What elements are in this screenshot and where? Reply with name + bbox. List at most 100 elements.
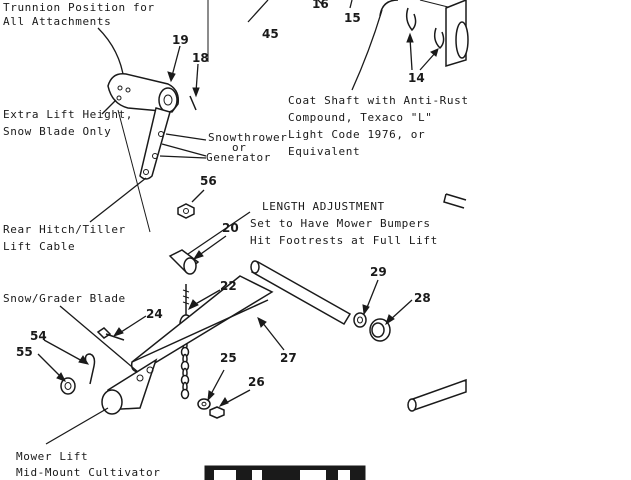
trunnion-hole-b xyxy=(125,87,131,93)
clip-14-left xyxy=(405,7,417,32)
label-trunnion-2: All Attachments xyxy=(3,15,111,28)
leader-14-a xyxy=(409,37,413,71)
arrow-20 xyxy=(192,250,204,260)
label-snow-grader: Snow/Grader Blade xyxy=(3,292,126,305)
leader-55 xyxy=(37,353,63,379)
label-length-1: Set to Have Mower Bumpers xyxy=(250,217,431,230)
label-or: or xyxy=(232,141,246,154)
leader-54 xyxy=(43,339,85,363)
arrow-19 xyxy=(167,71,176,83)
leader-56 xyxy=(191,189,205,203)
callout-22: 22 xyxy=(220,279,237,293)
label-coat-shaft-1: Coat Shaft with Anti-Rust xyxy=(288,94,469,107)
callout-45: 45 xyxy=(262,27,279,41)
callout-24: 24 xyxy=(146,307,163,321)
washer-25-hole xyxy=(201,401,207,407)
leader-45 xyxy=(247,0,269,23)
leader-19 xyxy=(171,45,181,77)
clip-14-right xyxy=(433,27,445,50)
adjuster-20-end xyxy=(183,257,197,275)
arrow-54 xyxy=(78,355,90,365)
lever-edge xyxy=(131,299,269,363)
leader-snowthrower xyxy=(165,133,207,141)
label-mower-lift: Mower Lift xyxy=(16,450,88,463)
washer-55-hole xyxy=(64,382,72,390)
callout-29: 29 xyxy=(370,265,387,279)
hairpin-clip-54 xyxy=(84,353,96,385)
thread-2 xyxy=(182,295,190,299)
link-hole-lower xyxy=(152,153,158,159)
partial-rod-right xyxy=(407,378,467,411)
callout-26: 26 xyxy=(248,375,265,389)
leader-rear-hitch xyxy=(89,177,147,223)
bolt-24-shank xyxy=(105,333,125,341)
partial-rail-right xyxy=(443,193,467,209)
lift-lever-arm xyxy=(130,275,274,373)
lever-hole-b xyxy=(136,374,144,382)
nut-56-hole xyxy=(183,208,189,214)
washer-55 xyxy=(60,377,76,395)
label-length-adjustment: LENGTH ADJUSTMENT xyxy=(262,200,385,213)
callout-27: 27 xyxy=(280,351,297,365)
label-coat-shaft-4: Equivalent xyxy=(288,145,360,158)
callout-54: 54 xyxy=(30,329,47,343)
leader-extra-lift xyxy=(101,99,117,115)
arrow-24 xyxy=(112,327,124,337)
pin-18 xyxy=(189,95,197,111)
callout-56: 56 xyxy=(200,174,217,188)
leader-15 xyxy=(349,0,353,9)
leader-29 xyxy=(365,279,379,311)
leader-20 xyxy=(197,235,227,257)
washer-29-hole xyxy=(357,316,363,324)
label-snowthrower: Snowthrower xyxy=(208,131,287,144)
trunnion-hole-a xyxy=(117,85,123,91)
leader-18 xyxy=(195,63,199,93)
nut-26 xyxy=(209,406,225,419)
washer-25 xyxy=(197,398,211,410)
callout-25: 25 xyxy=(220,351,237,365)
callout-14: 14 xyxy=(408,71,425,85)
title-block-gap-4 xyxy=(338,470,350,480)
leader-coat-shaft xyxy=(351,9,383,91)
link-hole-bottom xyxy=(143,169,149,175)
lift-link-plate xyxy=(139,107,171,180)
lever-hole-a xyxy=(146,366,154,374)
frame-outline-left xyxy=(117,109,151,233)
arrow-28 xyxy=(385,314,395,326)
leader-trunnion xyxy=(97,27,125,81)
arrow-22 xyxy=(188,299,199,310)
leader-length-adjust xyxy=(187,211,251,255)
title-block-gap-3 xyxy=(300,470,326,480)
leader-26 xyxy=(223,389,251,405)
arrow-14-b xyxy=(430,48,439,57)
label-extra-lift-2: Snow Blade Only xyxy=(3,125,111,138)
label-coat-shaft-2: Compound, Texaco "L" xyxy=(288,111,432,124)
label-mid-mount: Mid-Mount Cultivator xyxy=(16,466,160,479)
leader-24 xyxy=(117,315,147,335)
arrow-55 xyxy=(56,372,67,382)
label-rear-hitch-1: Rear Hitch/Tiller xyxy=(3,223,126,236)
leader-14-b xyxy=(419,51,437,71)
leader-28 xyxy=(389,299,413,321)
callout-19: 19 xyxy=(172,33,189,47)
label-generator: Generator xyxy=(206,151,271,164)
bolt-24-head xyxy=(96,327,112,339)
partial-rod-end xyxy=(407,398,417,412)
axle-housing-end xyxy=(455,21,469,59)
bushing-28-inner xyxy=(371,322,385,338)
callout-18: 18 xyxy=(192,51,209,65)
leader-generator-a xyxy=(161,143,207,157)
title-block-gap-1 xyxy=(214,470,236,480)
label-coat-shaft-3: Light Code 1976, or xyxy=(288,128,425,141)
callout-16: 16 xyxy=(312,0,329,11)
leader-mower-lift xyxy=(45,407,109,445)
thread-1 xyxy=(182,289,190,293)
arrow-14-a xyxy=(406,32,414,43)
title-block-gap-2 xyxy=(252,470,262,480)
leader-generator-b xyxy=(159,155,207,159)
label-length-2: Hit Footrests at Full Lift xyxy=(250,234,438,247)
arrow-29 xyxy=(362,304,370,316)
callout-55: 55 xyxy=(16,345,33,359)
chain-link xyxy=(180,388,190,400)
